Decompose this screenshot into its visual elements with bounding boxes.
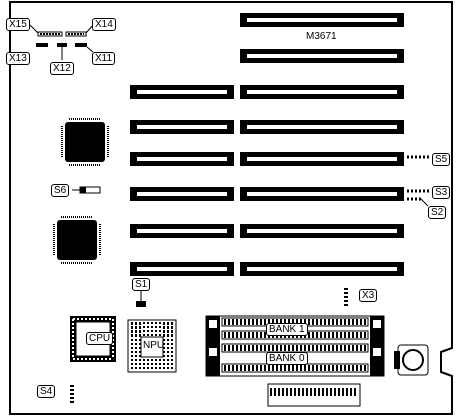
npu-socket: [127, 319, 177, 373]
jumper-x14: [65, 24, 94, 37]
bank0-label: BANK 0: [266, 352, 308, 365]
npu-label: NPU: [143, 340, 165, 351]
expansion-slots-right: [240, 13, 404, 276]
cpu-label: CPU: [86, 332, 114, 345]
board-outline: [9, 1, 453, 415]
jumper-s1: [136, 291, 146, 307]
jumper-label-x15: X15: [6, 18, 30, 31]
jumper-label-x12: X12: [50, 62, 74, 75]
jumper-label-s5: S5: [432, 153, 451, 166]
chipset-ic-upper: [61, 118, 109, 166]
board-model-label: M3671: [306, 31, 337, 42]
jumper-x12: [57, 43, 67, 60]
jumper-label-x11: X11: [92, 52, 116, 65]
jumper-s6: [72, 186, 101, 194]
jumper-label-s2: S2: [428, 206, 447, 219]
jumper-label-s1: S1: [132, 278, 151, 291]
jumper-x13: [36, 43, 48, 47]
jumper-label-x3: X3: [359, 289, 378, 302]
jumper-x15: [29, 24, 63, 37]
bank1-label: BANK 1: [266, 323, 308, 336]
bottom-header: [267, 383, 361, 407]
jumper-label-x14: X14: [92, 18, 116, 31]
jumper-label-s6: S6: [51, 184, 70, 197]
jumper-label-s3: S3: [432, 186, 451, 199]
keyboard-connector: [394, 344, 429, 376]
expansion-slots-left: [130, 85, 234, 276]
jumper-s2: [407, 197, 429, 207]
jumper-label-s4: S4: [37, 385, 56, 398]
jumper-x11: [75, 43, 94, 53]
jumper-label-x13: X13: [6, 52, 30, 65]
chipset-ic-lower: [53, 216, 101, 264]
